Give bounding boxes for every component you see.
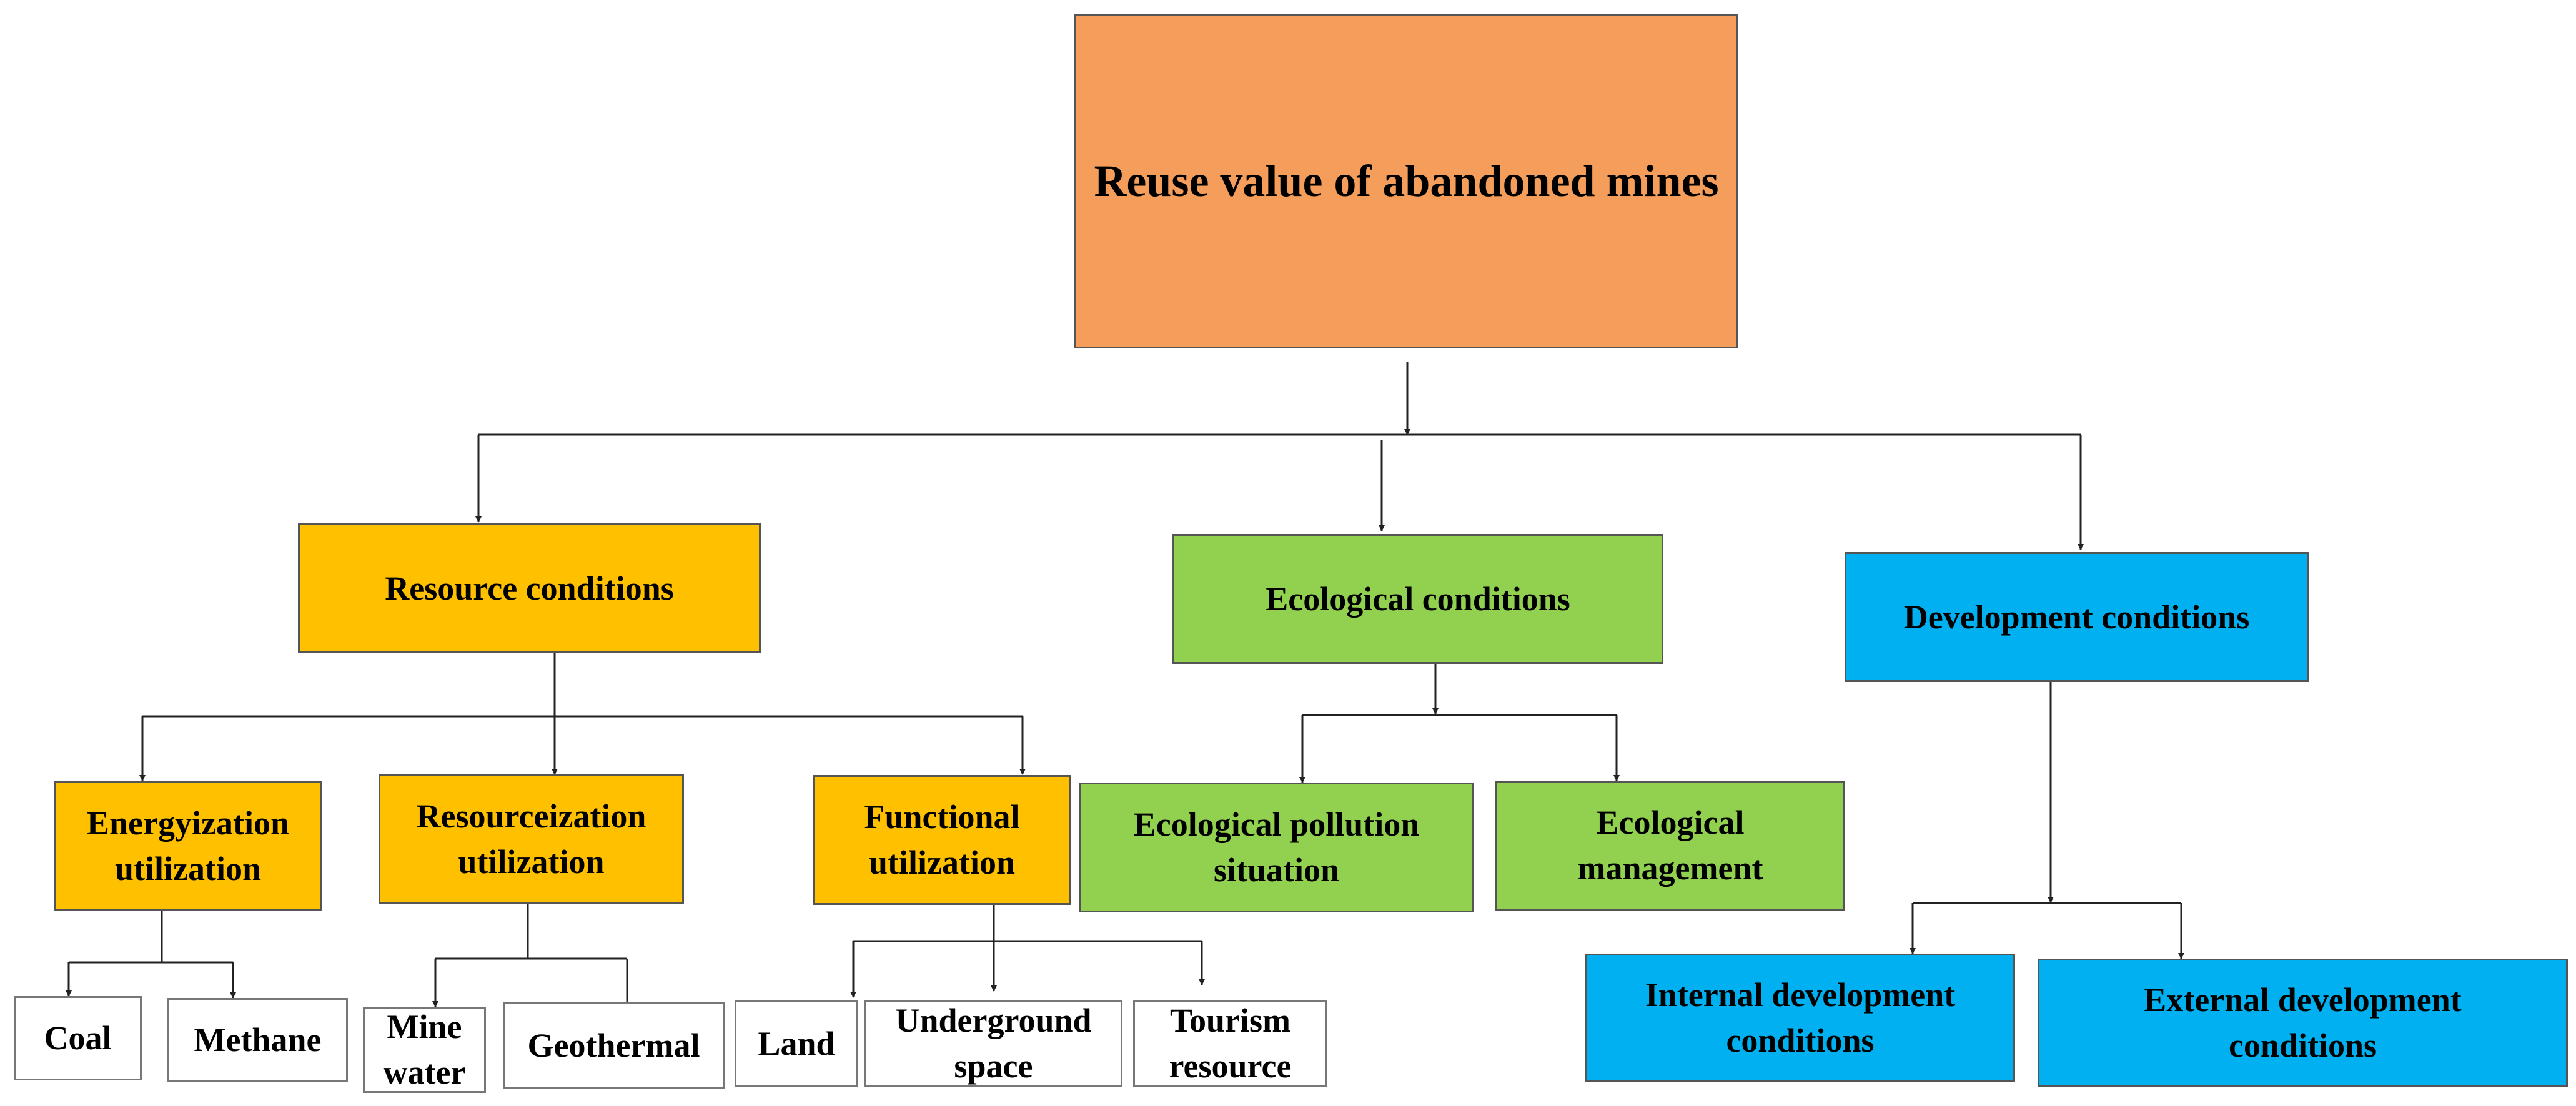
ecological-management-node: Ecological management: [1495, 781, 1845, 911]
ecological-conditions-label: Ecological conditions: [1266, 580, 1570, 618]
development-conditions-label: Development conditions: [1903, 598, 2250, 636]
leaf-coal: Coal: [14, 996, 142, 1080]
resourceization-utilization-label: Resourceization utilization: [416, 797, 646, 881]
ecological-pollution-situation-node: Ecological pollution situation: [1079, 783, 1474, 912]
leaf-geothermal: Geothermal: [503, 1002, 725, 1089]
energyization-utilization-node: Energyization utilization: [54, 781, 322, 911]
external-development-conditions-node: External development conditions: [2038, 959, 2568, 1087]
leaf-underground-space: Underground space: [864, 1000, 1122, 1087]
root-label: Reuse value of abandoned mines: [1094, 156, 1719, 206]
leaf-tourism-resource-label: Tourism resource: [1169, 1002, 1292, 1085]
leaf-land-label: Land: [758, 1024, 835, 1062]
leaf-tourism-resource: Tourism resource: [1133, 1000, 1327, 1087]
ecological-management-label: Ecological management: [1577, 804, 1763, 887]
leaf-geothermal-label: Geothermal: [527, 1026, 700, 1064]
leaf-coal-label: Coal: [44, 1019, 112, 1057]
root-node: Reuse value of abandoned mines: [1074, 14, 1738, 348]
functional-utilization-label: Functional utilization: [864, 798, 1020, 881]
leaf-mine-water: Mine water: [363, 1007, 486, 1093]
energyization-utilization-label: Energyization utilization: [87, 804, 289, 887]
leaf-underground-space-label: Underground space: [895, 1002, 1092, 1085]
internal-development-conditions-node: Internal development conditions: [1585, 954, 2015, 1082]
resourceization-utilization-node: Resourceization utilization: [379, 774, 684, 904]
resource-conditions-node: Resource conditions: [298, 523, 761, 653]
leaf-methane: Methane: [167, 998, 348, 1082]
development-conditions-node: Development conditions: [1845, 552, 2309, 682]
resource-conditions-label: Resource conditions: [385, 569, 674, 607]
internal-development-conditions-label: Internal development conditions: [1645, 975, 1956, 1059]
external-development-conditions-label: External development conditions: [2144, 980, 2462, 1064]
ecological-conditions-node: Ecological conditions: [1172, 534, 1663, 664]
ecological-pollution-situation-label: Ecological pollution situation: [1133, 806, 1420, 889]
leaf-mine-water-label: Mine water: [383, 1008, 466, 1091]
functional-utilization-node: Functional utilization: [813, 775, 1071, 905]
leaf-methane-label: Methane: [194, 1021, 322, 1059]
leaf-land: Land: [735, 1000, 858, 1087]
